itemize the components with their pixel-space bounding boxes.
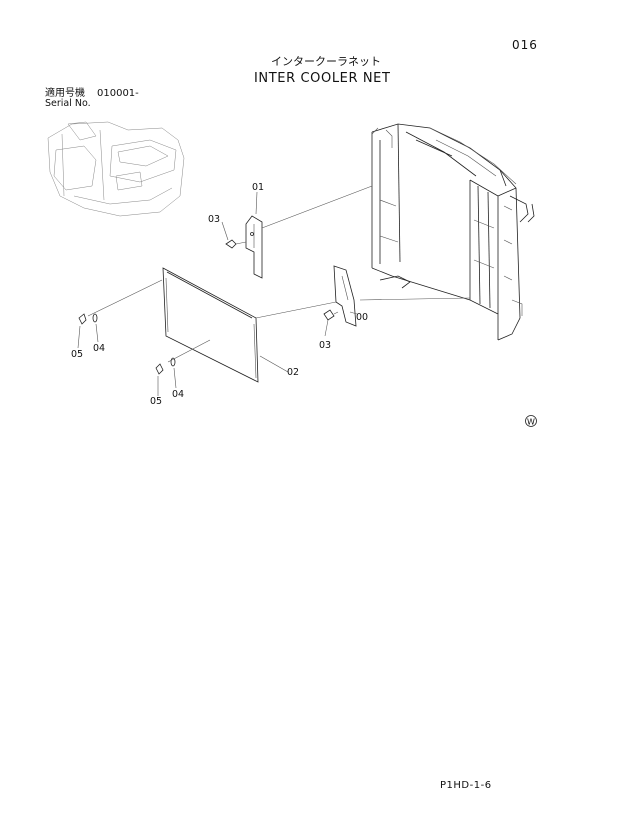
callout-04-bottom: 04: [172, 389, 184, 400]
callout-03-upper: 03: [208, 214, 220, 225]
bracket-01: [245, 215, 263, 279]
title-japanese: インタークーラネット: [271, 55, 381, 68]
serial-label-japanese: 適用号機: [45, 88, 85, 99]
svg-text:W: W: [527, 418, 535, 427]
page-title: INTER COOLER NET: [254, 71, 391, 86]
page-number: 016: [512, 38, 538, 52]
serial-number-value: 010001-: [97, 88, 139, 99]
circled-w-mark: W: [525, 415, 537, 427]
callout-00: 00: [356, 312, 368, 323]
callout-05-bottom: 05: [150, 396, 162, 407]
alignment-lines: [87, 185, 471, 363]
inter-cooler-net-02: [162, 267, 259, 383]
cooler-assembly: [371, 123, 535, 341]
leader-lines: [77, 191, 358, 396]
machine-overview-sketch: [47, 121, 185, 217]
bolts-and-washers: [78, 239, 335, 375]
callout-04-left: 04: [93, 343, 105, 354]
callout-03-lower: 03: [319, 340, 331, 351]
footer-page-code: P1HD-1-6: [440, 780, 492, 791]
bracket-00: [333, 265, 357, 327]
callout-labels: 01 03 00 03 04 05 02 05 04: [71, 182, 368, 407]
callout-05-left: 05: [71, 349, 83, 360]
serial-label-english: Serial No.: [45, 98, 91, 109]
callout-02: 02: [287, 367, 299, 378]
callout-01: 01: [252, 182, 264, 193]
